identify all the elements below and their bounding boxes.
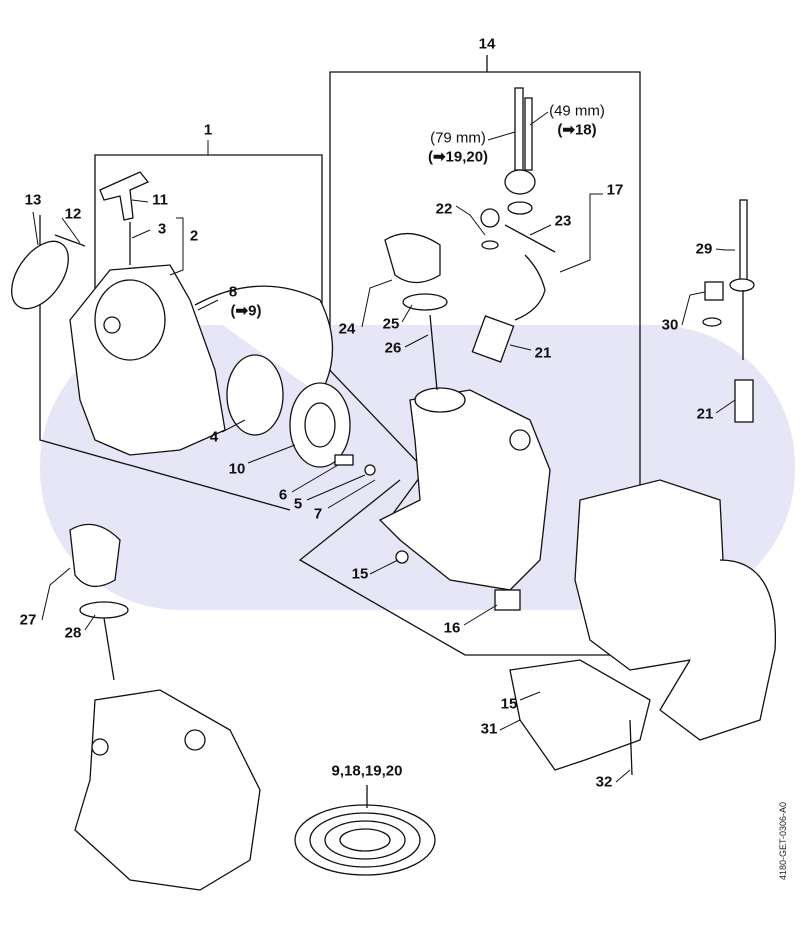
callout-28: 28 xyxy=(64,624,82,642)
callout-9-18-19-20: 9,18,19,20 xyxy=(331,762,403,780)
callout-22: 22 xyxy=(435,200,453,218)
callout-24: 24 xyxy=(338,320,356,338)
callout-21-right: 21 xyxy=(696,405,714,423)
starter-housing xyxy=(69,264,226,456)
callout-21: 21 xyxy=(534,344,552,362)
callout-10: 10 xyxy=(228,460,246,478)
callout-6: 6 xyxy=(278,486,288,504)
callout-12: 12 xyxy=(64,205,82,223)
callout-49mm: (49 mm) xyxy=(549,102,605,120)
callout-23: 23 xyxy=(554,212,572,230)
callout-27: 27 xyxy=(19,611,37,629)
callout-15: 15 xyxy=(351,565,369,583)
leader-lines xyxy=(32,111,736,783)
callout-14: 14 xyxy=(478,35,496,53)
callout-31: 31 xyxy=(480,720,498,738)
callout-79mm: (79 mm) xyxy=(430,129,486,147)
handle xyxy=(99,171,150,265)
recoil-spring-coil xyxy=(294,785,436,876)
callout-4: 4 xyxy=(209,428,219,446)
callout-1: 1 xyxy=(203,121,213,139)
callout-15-engine: 15 xyxy=(500,695,518,713)
callout-8: 8 xyxy=(228,283,238,301)
spare-tank xyxy=(74,689,261,891)
callout-11: 11 xyxy=(152,191,168,209)
rope-rotor-spring xyxy=(194,285,376,476)
fuel-tank xyxy=(378,387,551,611)
callout-8-ref: (➡9) xyxy=(230,302,262,320)
callout-16: 16 xyxy=(443,619,461,637)
callout-7: 7 xyxy=(313,505,323,523)
callout-30: 30 xyxy=(661,316,679,334)
callout-17: 17 xyxy=(606,181,624,199)
callout-25: 25 xyxy=(382,315,400,333)
fuel-lines xyxy=(471,87,556,363)
callout-5: 5 xyxy=(293,495,303,513)
cover-disc xyxy=(11,234,86,310)
engine-assembly xyxy=(509,479,777,776)
drawing-code: 4180-GET-0306-A0 xyxy=(778,801,788,880)
callout-26: 26 xyxy=(384,339,402,357)
callout-3: 3 xyxy=(157,220,167,238)
callout-32: 32 xyxy=(595,773,613,791)
fuel-cap xyxy=(384,233,448,391)
callout-18-ref: (➡18) xyxy=(557,121,597,139)
pickup-body-right xyxy=(702,199,755,423)
spare-cap-27 xyxy=(69,523,129,681)
callout-19-20-ref: (➡19,20) xyxy=(427,148,489,166)
callout-13: 13 xyxy=(24,191,42,209)
callout-2: 2 xyxy=(189,227,199,245)
callout-29: 29 xyxy=(695,240,713,258)
